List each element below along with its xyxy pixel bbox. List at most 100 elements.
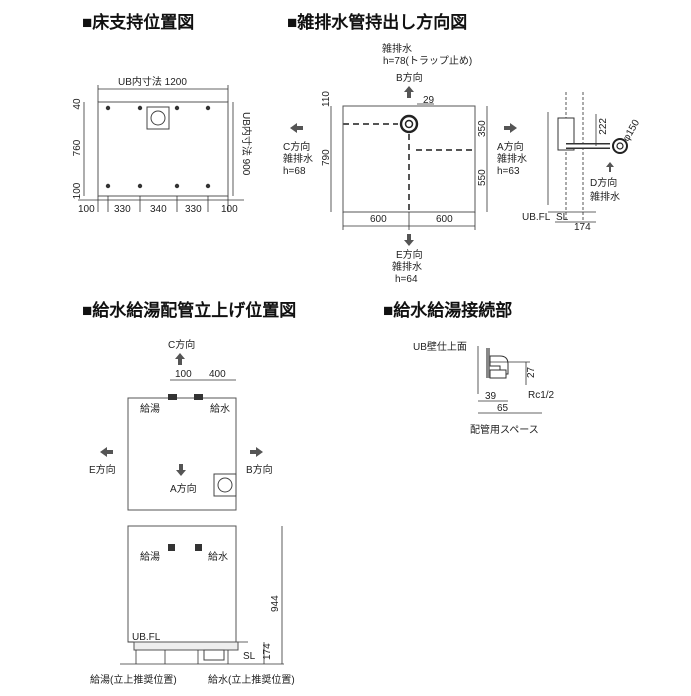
dim-29: 29 — [423, 95, 435, 106]
a-drain-name: 雑排水 — [497, 152, 527, 165]
e-direction-label: E方向 — [396, 248, 423, 261]
elev-dim-944: 944 — [270, 595, 281, 612]
support-point — [137, 105, 143, 111]
a-direction-label: A方向 — [497, 140, 524, 153]
elev-dim-174: 174 — [262, 643, 273, 660]
elev-cold-label: 給水 — [208, 550, 228, 563]
connection-title: ■給水給湯接続部 — [383, 300, 512, 320]
dim-550: 550 — [477, 169, 488, 186]
supply-title: ■給水給湯配管立上げ位置図 — [82, 300, 296, 320]
bottom-dim-2: 330 — [114, 204, 131, 215]
c-drain-name: 雑排水 — [283, 152, 313, 165]
dim-110: 110 — [321, 91, 332, 107]
side-trap — [557, 117, 575, 151]
bottom-dim-3: 340 — [150, 204, 167, 215]
d-arrow-icon — [606, 162, 614, 172]
supply-hot-label: 給湯 — [140, 402, 160, 415]
support-point — [205, 105, 211, 111]
hot-recommended-label: 給湯(立上推奨位置) — [90, 673, 177, 686]
dim-600-left: 600 — [370, 214, 387, 225]
supply-drain-box — [213, 473, 237, 497]
supply-b-arrow-icon — [250, 447, 263, 457]
support-point — [174, 183, 180, 189]
connection-space: 配管用スペース — [470, 423, 539, 436]
supply-dim-100: 100 — [175, 369, 192, 380]
bottom-dim-5: 100 — [221, 204, 238, 215]
e-drain-name: 雑排水 — [392, 260, 422, 273]
left-dim-40: 40 — [72, 98, 83, 110]
d-direction-label: D方向 — [590, 176, 617, 189]
support-point — [205, 183, 211, 189]
support-point — [174, 105, 180, 111]
connection-dim-27: 27 — [526, 366, 537, 378]
supply-elevation-outline — [127, 525, 237, 643]
a-drain-h: h=63 — [497, 166, 520, 177]
floor-support-section: ■床支持位置図 UB内寸法 1200 UB内寸法 900 40 760 100 — [72, 12, 253, 215]
drain-top-label: 雑排水 — [382, 42, 412, 55]
drain-section: ■雑排水管持出し方向図 雑排水 h=78(トラップ止め) B方向 29 110 … — [283, 12, 642, 285]
connection-dim-65: 65 — [497, 403, 509, 414]
drain-title: ■雑排水管持出し方向図 — [287, 12, 467, 32]
d-drain-name: 雑排水 — [590, 190, 620, 203]
cold-pipe-marker — [194, 394, 203, 400]
elev-ub-fl: UB.FL — [132, 632, 161, 643]
dim-350: 350 — [477, 120, 488, 137]
drain-sl: SL — [556, 212, 569, 223]
drain-circle-icon — [150, 110, 166, 126]
dim-222: 222 — [598, 118, 609, 135]
elev-cold-fitting — [195, 544, 202, 551]
support-point — [105, 183, 111, 189]
hot-pipe-marker — [168, 394, 177, 400]
floor-support-title: ■床支持位置図 — [82, 12, 194, 32]
dim-174: 174 — [574, 222, 591, 233]
bottom-dim-4: 330 — [185, 204, 202, 215]
e-drain-h: h=64 — [395, 274, 418, 285]
connection-wall-label: UB壁仕上面 — [413, 340, 467, 353]
supply-c-arrow-icon — [175, 353, 185, 365]
drain-box — [146, 106, 170, 130]
side-drain-outlet-icon — [612, 138, 628, 154]
support-point — [105, 105, 111, 111]
supply-a-arrow-icon — [176, 464, 186, 476]
b-direction-label: B方向 — [396, 71, 423, 84]
supply-e-direction: E方向 — [89, 463, 116, 476]
left-dim-100: 100 — [72, 182, 83, 199]
supply-b-direction: B方向 — [246, 463, 273, 476]
drain-trap-icon — [399, 114, 419, 134]
connection-dim-39: 39 — [485, 391, 497, 402]
supply-a-direction: A方向 — [170, 482, 197, 495]
connection-section: ■給水給湯接続部 UB壁仕上面 27 39 65 Rc1/2 配管用スペース — [383, 300, 555, 436]
supply-e-arrow-icon — [100, 447, 113, 457]
b-arrow-icon — [404, 86, 414, 98]
elev-sl: SL — [243, 651, 256, 662]
cold-recommended-label: 給水(立上推奨位置) — [208, 673, 295, 686]
elev-trap — [203, 649, 225, 661]
c-drain-h: h=68 — [283, 166, 306, 177]
support-points — [105, 105, 211, 189]
supply-dim-400: 400 — [209, 369, 226, 380]
dim-600-right: 600 — [436, 214, 453, 225]
c-arrow-icon — [290, 123, 303, 133]
elev-hot-fitting — [168, 544, 175, 551]
dim-790: 790 — [321, 149, 332, 166]
supply-cold-label: 給水 — [210, 402, 230, 415]
elev-hot-label: 給湯 — [140, 550, 160, 563]
ub-width-label: UB内寸法 1200 — [118, 75, 187, 88]
supply-section: ■給水給湯配管立上げ位置図 C方向 100 400 給湯 給水 E方向 B方向 … — [82, 300, 296, 686]
a-arrow-icon — [504, 123, 517, 133]
drain-ub-fl: UB.FL — [522, 212, 551, 223]
support-point — [137, 183, 143, 189]
connection-wall — [486, 348, 490, 378]
connection-rc: Rc1/2 — [528, 390, 555, 401]
dim-150: φ150 — [621, 118, 642, 144]
left-dim-760: 760 — [72, 139, 83, 156]
ub-depth-label: UB内寸法 900 — [240, 112, 253, 176]
e-arrow-icon — [404, 234, 414, 246]
c-direction-label: C方向 — [283, 140, 310, 153]
supply-drain-icon — [217, 477, 233, 493]
supply-c-direction: C方向 — [168, 338, 195, 351]
bottom-dim-1: 100 — [78, 204, 95, 215]
drain-top-h: h=78(トラップ止め) — [383, 55, 472, 67]
